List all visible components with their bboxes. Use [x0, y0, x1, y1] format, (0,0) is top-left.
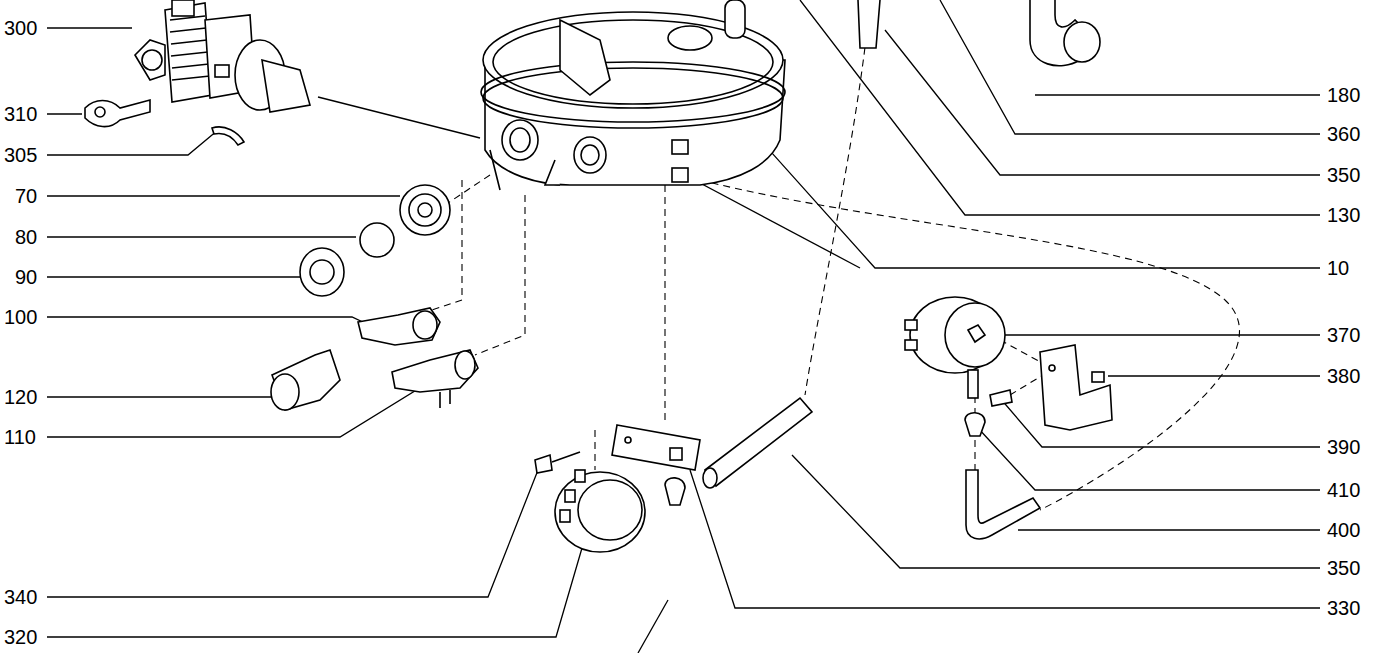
valve-parts [300, 185, 450, 296]
callout-number: 410 [1326, 478, 1361, 502]
callout-number: 70 [14, 184, 38, 208]
pressure-switch-lower [535, 425, 700, 552]
callout-number: 330 [1326, 596, 1361, 620]
assembly-dashes [432, 0, 1239, 510]
callout-number: 350 [1326, 556, 1361, 580]
callout-number: 320 [3, 625, 38, 649]
sump-housing [481, 0, 785, 190]
callout-number: 10 [1326, 256, 1350, 280]
callout-number: 110 [3, 425, 37, 449]
callout-number: 120 [3, 385, 38, 409]
callout-number: 380 [1326, 364, 1361, 388]
sensor-parts [271, 308, 478, 410]
callout-number: 100 [3, 305, 38, 329]
callout-number: 360 [1326, 122, 1361, 146]
hose-lower [703, 398, 812, 488]
upper-hoses [858, 0, 1100, 66]
callout-number: 350 [1326, 163, 1361, 187]
callout-number: 130 [1326, 203, 1361, 227]
callout-number: 340 [3, 585, 38, 609]
callout-number: 90 [14, 265, 38, 289]
pump-motor [135, 0, 310, 112]
callout-number: 310 [3, 102, 38, 126]
pressure-switch-upper [905, 297, 1112, 539]
callout-number: 300 [3, 16, 38, 40]
small-clips [85, 100, 244, 145]
callout-number: 180 [1326, 83, 1361, 107]
callout-number: 305 [3, 143, 38, 167]
callout-number: 400 [1326, 518, 1361, 542]
callout-number: 390 [1326, 435, 1361, 459]
callout-number: 370 [1326, 323, 1361, 347]
leader-lines [47, 0, 1320, 653]
callout-number: 80 [14, 225, 38, 249]
